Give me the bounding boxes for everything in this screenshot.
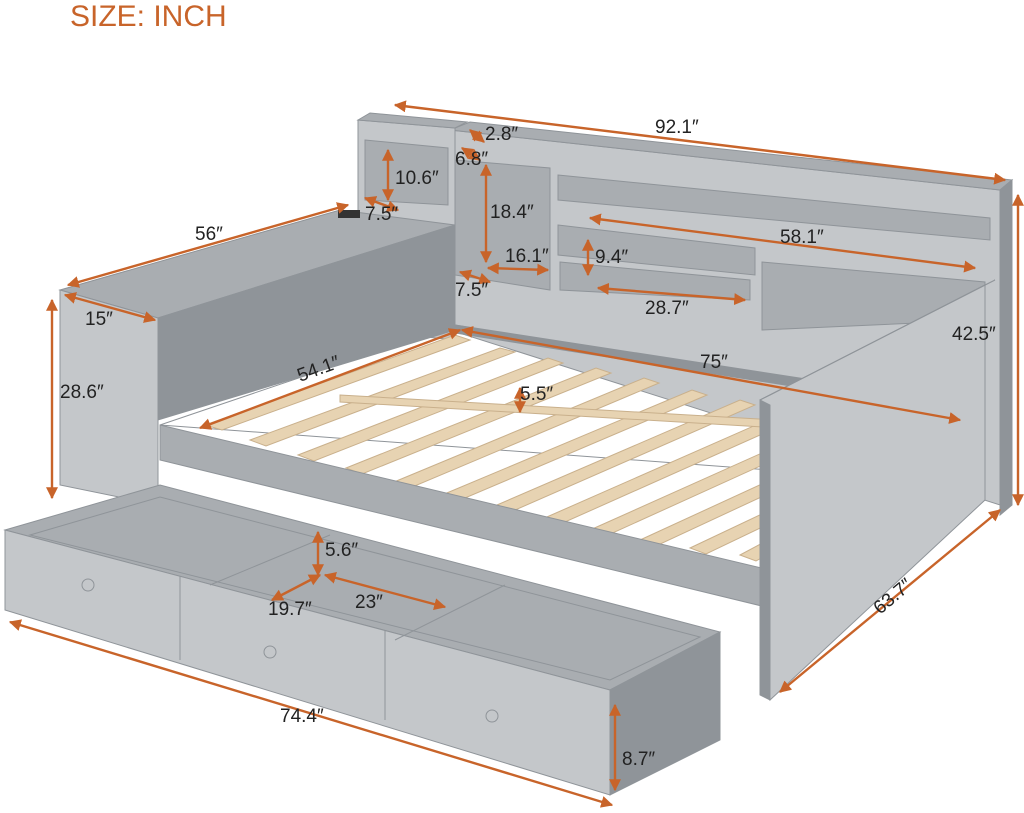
label-drawer-length: 74.4″ (280, 706, 324, 727)
drawer-divider-inner-1 (209, 534, 331, 586)
dim-line-mattress-width (198, 328, 462, 430)
label-side-cabinet-width: 15″ (85, 309, 113, 330)
dim-line-side-depth (66, 202, 350, 288)
dim-line-drawer-depth (270, 573, 322, 602)
label-drawer-inner-height: 5.6″ (325, 540, 358, 561)
label-headboard-shelf-width: 16.1″ (505, 246, 549, 267)
label-overall-height: 42.5″ (952, 324, 996, 345)
dim-line-side-width (63, 292, 157, 323)
label-drawer-section-width: 23″ (355, 592, 383, 613)
dim-line-long-shelf (588, 213, 977, 273)
drawer-knob-icon (263, 645, 277, 659)
label-drawer-height: 8.7″ (622, 749, 655, 770)
headboard-side (999, 178, 1013, 517)
label-side-shelf-height: 10.6″ (395, 168, 439, 189)
label-side-shelf-depth: 7.5″ (365, 204, 398, 225)
dim-line-mattress-length (460, 326, 962, 424)
usb-port-icon (338, 210, 360, 218)
label-side-cabinet-depth: 56″ (195, 224, 223, 245)
dim-line-drawer-length (8, 619, 614, 808)
label-middle-shelf-width: 28.7″ (645, 298, 689, 319)
label-long-shelf-width: 58.1″ (780, 227, 824, 248)
size-unit-title: SIZE: INCH (70, 0, 227, 33)
label-headboard-shelf-height: 18.4″ (490, 202, 534, 223)
dim-line-headboard-width (486, 262, 550, 276)
dim-line-side-shelf-depth (363, 196, 400, 212)
dim-line-headboard-depth (458, 269, 492, 285)
dimension-lines (8, 100, 1024, 808)
label-top-ledge: 2.8″ (485, 124, 518, 145)
dim-line-small-gap (461, 147, 481, 161)
drawer-knob-icon (485, 709, 499, 723)
label-drawer-depth: 19.7″ (268, 599, 312, 620)
dim-line-top-ledge (469, 129, 485, 143)
drawer-knob-icon (81, 578, 95, 592)
label-middle-shelf-height: 9.4″ (595, 247, 628, 268)
label-slat-gap: 5.5″ (520, 384, 553, 405)
label-headboard-shelf-depth: 7.5″ (455, 280, 488, 301)
label-overall-length: 92.1″ (655, 117, 699, 138)
dim-line-middle-width (596, 282, 747, 306)
label-mattress-length: 75″ (700, 352, 728, 373)
dim-line-overall-width (779, 509, 1001, 693)
dim-line-drawer-section (323, 571, 447, 611)
footboard-edge (759, 399, 771, 701)
label-side-cabinet-height: 28.6″ (60, 382, 104, 403)
dimension-labels: 92.1″ 42.5″ 63.7″ 56″ 15″ 28.6″ 2.8″ 6.8… (60, 117, 996, 770)
dim-line-overall-length (393, 100, 1007, 185)
label-small-shelf-gap: 6.8″ (455, 149, 488, 170)
